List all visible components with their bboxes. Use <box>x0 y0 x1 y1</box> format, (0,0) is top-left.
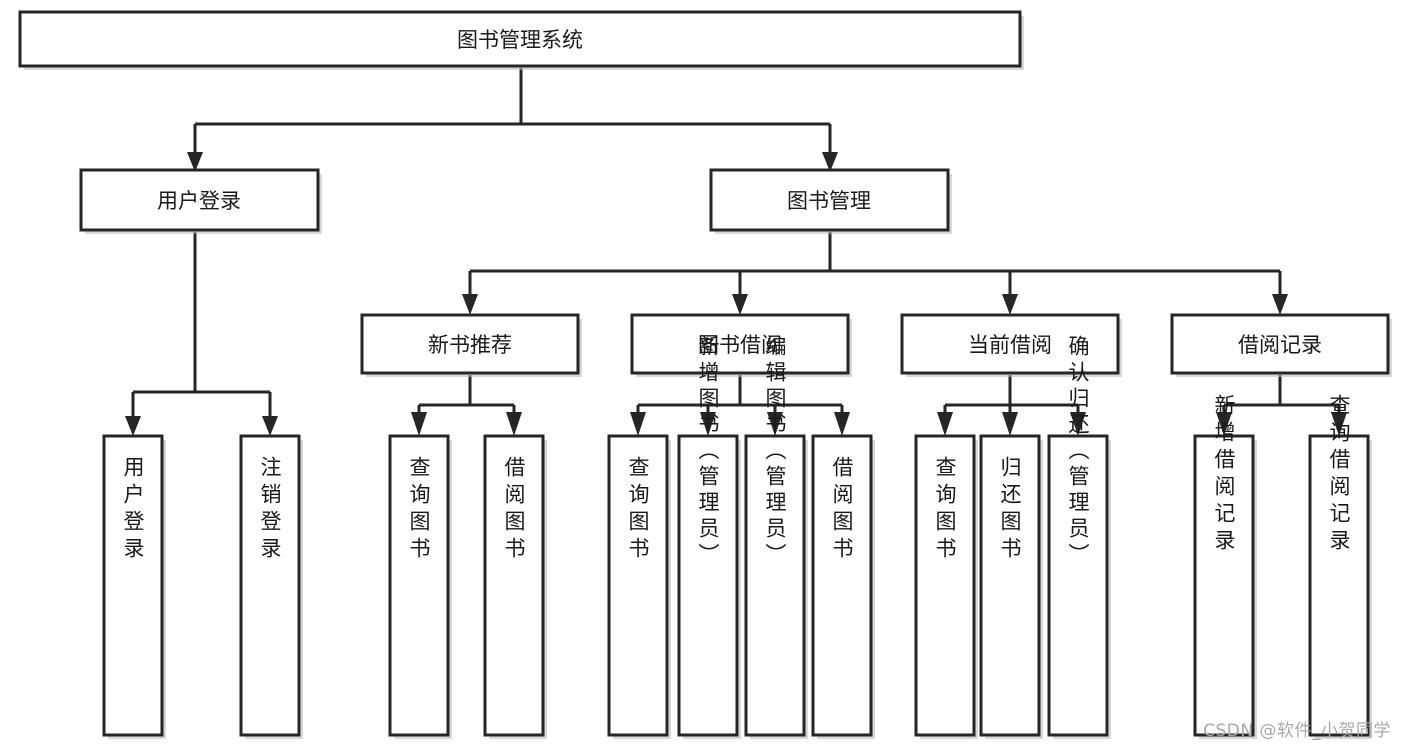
edge-borrow-record-trunk <box>1222 375 1341 416</box>
node-borrow-record[interactable]: 借阅记录 <box>1170 313 1392 377</box>
node-leaf-edit-book[interactable]: 编辑图书（管理员） <box>744 335 808 739</box>
leaf-user-login-label: 用户登录 <box>121 456 145 564</box>
borrow-record-box <box>1170 313 1390 375</box>
new-book-rec-label: 新书推荐 <box>428 333 512 357</box>
leaf-user-login-box <box>102 434 164 737</box>
arrowhead-leaf-logout <box>262 416 278 436</box>
book-manage-box <box>709 168 950 232</box>
node-layer: 图书管理系统 用户登录 图书管理 新书推荐 <box>18 10 1392 739</box>
leaf-borrow-book-2-label: 借阅图书 <box>830 456 854 564</box>
leaf-confirm-return-box <box>1047 434 1109 737</box>
leaf-borrow-book-1-label: 借阅图书 <box>502 456 526 564</box>
node-current-borrow[interactable]: 当前借阅 <box>900 313 1122 377</box>
leaf-query-book-1-label: 查询图书 <box>407 456 431 564</box>
leaf-query-book-1-box <box>388 434 450 737</box>
arrowhead-leaf-return-book <box>1002 412 1018 436</box>
edge-root-trunk <box>193 68 832 152</box>
node-leaf-logout[interactable]: 注销登录 <box>239 434 303 739</box>
arrowhead-leaf-edit-book <box>767 412 783 436</box>
arrowhead-leaf-add-record <box>1216 412 1232 436</box>
leaf-query-book-3-box <box>914 434 976 737</box>
connector-layer <box>125 68 1347 436</box>
node-leaf-borrow-book-1[interactable]: 借阅图书 <box>483 434 547 739</box>
node-leaf-return-book[interactable]: 归还图书 <box>979 434 1043 739</box>
edge-book-manage-trunk <box>468 232 1282 294</box>
book-borrow-label: 图书借阅 <box>698 333 782 357</box>
leaf-query-record-label: 查询借阅记录 <box>1327 394 1351 556</box>
node-new-book-rec[interactable]: 新书推荐 <box>360 313 582 377</box>
leaf-borrow-book-1-box <box>483 434 545 737</box>
arrowhead-new-book-rec <box>462 294 478 315</box>
arrowhead-leaf-confirm-return <box>1070 412 1086 436</box>
leaf-return-book-label: 归还图书 <box>998 456 1022 564</box>
node-leaf-borrow-book-2[interactable]: 借阅图书 <box>811 434 875 739</box>
book-borrow-box <box>630 313 850 375</box>
node-root[interactable]: 图书管理系统 <box>18 10 1024 70</box>
arrowhead-leaf-query-record <box>1331 412 1347 436</box>
leaf-query-book-3-label: 查询图书 <box>933 456 957 564</box>
node-user-login[interactable]: 用户登录 <box>79 168 322 234</box>
node-leaf-add-record[interactable]: 新增借阅记录 <box>1193 394 1257 739</box>
leaf-confirm-return-label: 确认归还（管理员） <box>1066 335 1090 569</box>
node-leaf-query-book-2[interactable]: 查询图书 <box>607 434 671 739</box>
leaf-add-record-label: 新增借阅记录 <box>1212 394 1236 556</box>
leaf-edit-book-box <box>744 434 806 737</box>
arrowhead-leaf-borrow-book-2 <box>834 412 850 436</box>
node-leaf-query-record[interactable]: 查询借阅记录 <box>1308 394 1372 739</box>
leaf-borrow-book-2-box <box>811 434 873 737</box>
leaf-query-book-2-box <box>607 434 669 737</box>
node-leaf-confirm-return[interactable]: 确认归还（管理员） <box>1047 335 1111 739</box>
arrowhead-leaf-user-login <box>125 416 141 436</box>
edge-new-book-rec-trunk <box>417 375 516 416</box>
leaf-logout-label: 注销登录 <box>258 456 282 564</box>
user-login-box <box>79 168 320 232</box>
arrowhead-leaf-query-book-3 <box>937 412 953 436</box>
arrowhead-leaf-query-book-1 <box>411 412 427 436</box>
arrowhead-borrow-record <box>1272 294 1288 315</box>
leaf-query-record-box <box>1308 434 1370 737</box>
arrowhead-current-borrow <box>1002 294 1018 315</box>
edge-book-borrow-trunk <box>636 375 844 416</box>
arrowhead-book-borrow <box>732 294 748 315</box>
borrow-record-label: 借阅记录 <box>1238 333 1322 357</box>
arrowhead-book-manage <box>822 152 838 172</box>
node-book-borrow[interactable]: 图书借阅 <box>630 313 852 377</box>
node-leaf-user-login[interactable]: 用户登录 <box>102 434 166 739</box>
leaf-query-book-2-label: 查询图书 <box>626 456 650 564</box>
node-leaf-query-book-1[interactable]: 查询图书 <box>388 434 452 739</box>
csdn-watermark: CSDN @软件_小贺同学 <box>1203 721 1391 741</box>
arrowhead-leaf-query-book-2 <box>630 412 646 436</box>
node-book-manage[interactable]: 图书管理 <box>709 168 952 234</box>
node-leaf-query-book-3[interactable]: 查询图书 <box>914 434 978 739</box>
arrowhead-user-login <box>187 152 203 172</box>
leaf-add-book-label: 新增图书（管理员） <box>696 335 720 569</box>
leaf-add-record-box <box>1193 434 1255 737</box>
root-box <box>18 10 1022 68</box>
leaf-return-book-box <box>979 434 1041 737</box>
arrowhead-leaf-add-book <box>700 412 716 436</box>
book-manage-label: 图书管理 <box>787 189 871 213</box>
current-borrow-label: 当前借阅 <box>968 333 1052 357</box>
user-login-label: 用户登录 <box>157 189 241 213</box>
edge-user-login-trunk <box>131 232 272 416</box>
leaf-add-book-box <box>677 434 739 737</box>
arrowhead-leaf-borrow-book-1 <box>506 412 522 436</box>
leaf-edit-book-label: 编辑图书（管理员） <box>763 335 787 569</box>
node-leaf-add-book[interactable]: 新增图书（管理员） <box>677 335 741 739</box>
current-borrow-box <box>900 313 1120 375</box>
root-label: 图书管理系统 <box>457 28 583 52</box>
new-book-rec-box <box>360 313 580 375</box>
leaf-logout-box <box>239 434 301 737</box>
edge-current-borrow-trunk <box>943 375 1080 416</box>
